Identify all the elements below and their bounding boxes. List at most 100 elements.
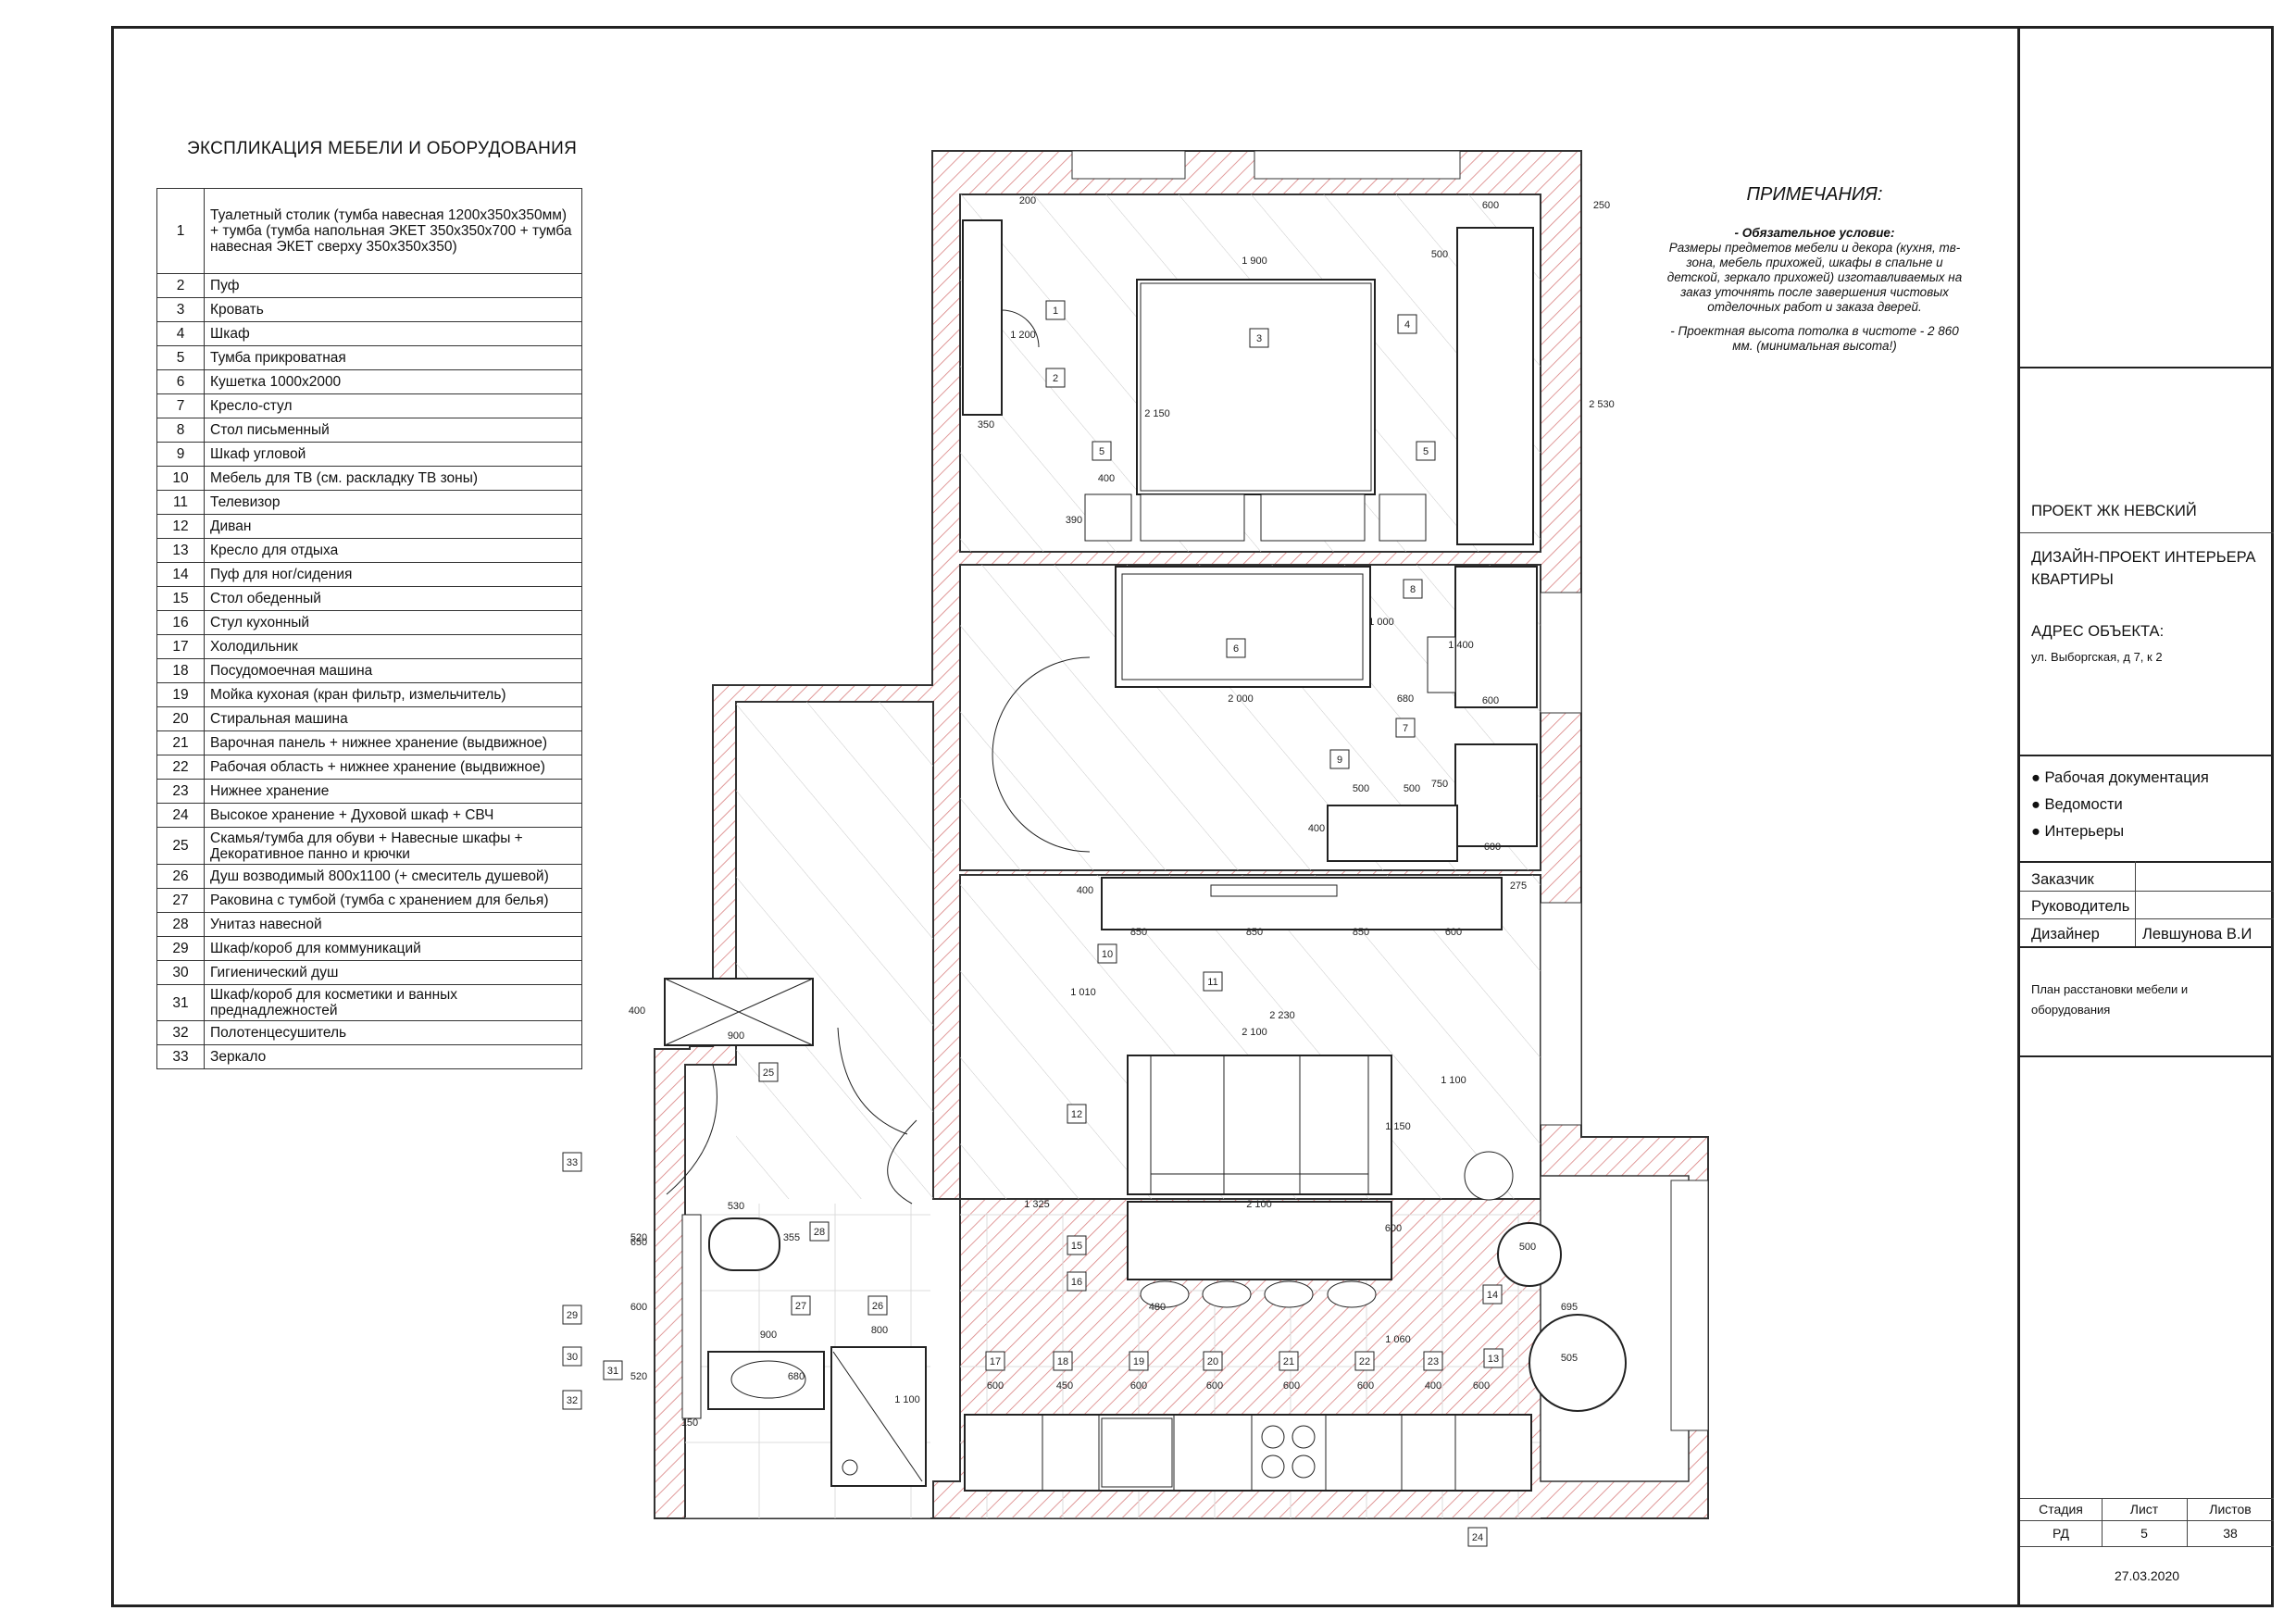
tag-box (1423, 1351, 1443, 1371)
explication-text: Кресло-стул (204, 393, 582, 418)
dimension-label: 1 100 (1441, 1075, 1466, 1086)
dimension-label: 680 (1397, 693, 1414, 705)
tag-number: 22 (1359, 1356, 1370, 1367)
dimension-label: 600 (630, 1302, 647, 1313)
explication-text: Стиральная машина (204, 706, 582, 731)
tag-number: 25 (763, 1067, 774, 1079)
sheet-title: План расстановки мебели и оборудования (2031, 982, 2189, 1017)
sheets-label: Листов (2209, 1502, 2252, 1517)
section-1: ● Рабочая документация (2031, 769, 2209, 786)
tag-number: 19 (1133, 1356, 1144, 1367)
tag-box (1097, 943, 1117, 964)
stage-label: Стадия (2039, 1502, 2083, 1517)
tag-number: 29 (567, 1310, 578, 1321)
dimension-label: 600 (1283, 1380, 1300, 1392)
dimension-label: 500 (1353, 783, 1369, 794)
tag-number: 33 (567, 1157, 578, 1168)
dimension-label: 400 (1077, 885, 1093, 896)
tag-box (1482, 1284, 1503, 1305)
tag-box (1329, 749, 1350, 769)
tag-number: 17 (990, 1356, 1001, 1367)
explication-number: 33 (156, 1044, 205, 1069)
tag-box (1203, 971, 1223, 992)
notes: ПРИМЕЧАНИЯ: - Обязательное условие:Разме… (1666, 185, 1963, 363)
dimension-label: 1 100 (894, 1394, 920, 1405)
tag-number: 9 (1337, 755, 1342, 766)
tag-number: 3 (1256, 333, 1262, 344)
dimension-label: 505 (1561, 1353, 1578, 1364)
explication-text: Кресло для отдыха (204, 538, 582, 563)
tag-box (1067, 1271, 1087, 1292)
dimension-label: 480 (1149, 1302, 1166, 1313)
tag-box (867, 1295, 888, 1316)
tag-number: 31 (607, 1366, 618, 1377)
address: ул. Выборгская, д 7, к 2 (2031, 650, 2163, 664)
dimension-label: 900 (728, 1030, 744, 1042)
dimension-label: 600 (1445, 927, 1462, 938)
dimension-label: 850 (1353, 927, 1369, 938)
tag-box (1279, 1351, 1299, 1371)
explication-text: Стол обеденный (204, 586, 582, 611)
explication-number: 9 (156, 442, 205, 467)
tag-number: 13 (1488, 1354, 1499, 1365)
tag-number: 7 (1403, 723, 1408, 734)
manager-label: Руководитель (2031, 898, 2130, 915)
tag-box (985, 1351, 1005, 1371)
explication-number: 11 (156, 490, 205, 515)
sheet-frame (111, 26, 2274, 1607)
tag-box (1226, 638, 1246, 658)
dimension-label: 850 (1246, 927, 1263, 938)
explication-number: 23 (156, 779, 205, 804)
tag-number: 24 (1472, 1532, 1483, 1543)
dimension-label: 2 150 (1144, 408, 1170, 419)
explication-number: 32 (156, 1020, 205, 1045)
dimension-label: 250 (1593, 200, 1610, 211)
explication-number: 5 (156, 345, 205, 370)
tag-number: 32 (567, 1395, 578, 1406)
explication-text: Душ возводимый 800х1100 (+ смеситель душ… (204, 864, 582, 889)
explication-text: Мойка кухоная (кран фильтр, измельчитель… (204, 682, 582, 707)
tag-box (562, 1152, 582, 1172)
dimension-label: 500 (1431, 249, 1448, 260)
dimension-label: 530 (728, 1201, 744, 1212)
tag-box (1067, 1104, 1087, 1124)
explication-text: Шкаф/короб для коммуникаций (204, 936, 582, 961)
dimension-label: 150 (681, 1417, 698, 1429)
explication-number: 21 (156, 730, 205, 755)
tag-box (809, 1221, 830, 1242)
dimension-label: 1 900 (1242, 256, 1267, 267)
tag-number: 21 (1283, 1356, 1294, 1367)
dimension-label: 500 (1404, 783, 1420, 794)
dimension-label: 520 (630, 1371, 647, 1382)
tag-box (1045, 300, 1066, 320)
explication-text: Холодильник (204, 634, 582, 659)
tag-number: 18 (1057, 1356, 1068, 1367)
explication-text: Варочная панель + нижнее хранение (выдви… (204, 730, 582, 755)
date: 27.03.2020 (2114, 1568, 2180, 1583)
tag-box (1045, 368, 1066, 388)
address-label: АДРЕС ОБЪЕКТА: (2031, 623, 2165, 640)
designer-name: Левшунова В.И (2142, 926, 2252, 943)
dimension-label: 355 (783, 1232, 800, 1243)
dimension-label: 275 (1510, 880, 1527, 892)
tag-number: 26 (872, 1301, 883, 1312)
tag-box (562, 1346, 582, 1367)
dimension-label: 900 (760, 1330, 777, 1341)
note-1: - Обязательное условие:Размеры предметов… (1666, 226, 1963, 314)
dimension-label: 1 200 (1010, 330, 1036, 341)
